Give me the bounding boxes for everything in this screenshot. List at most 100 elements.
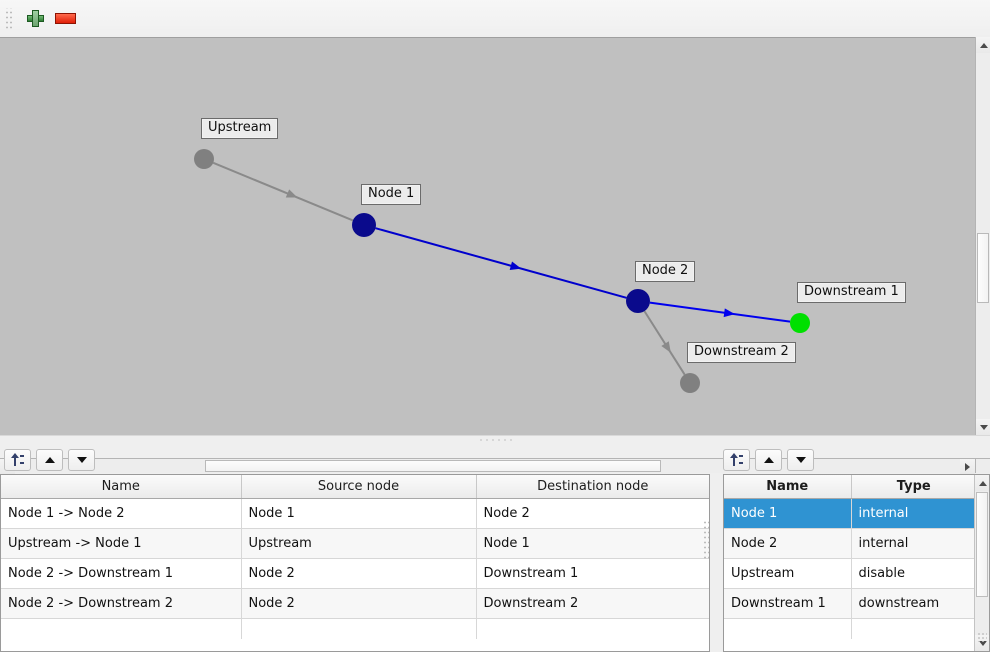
arrow-down-icon [76, 457, 87, 463]
graph-edge-upstream-node1[interactable] [212, 161, 354, 222]
nodes-table-cell[interactable]: Node 1 [724, 498, 852, 529]
nodes-move-up-button[interactable] [755, 449, 782, 471]
graph-edge-node1-node2[interactable] [375, 227, 627, 299]
links-sort-button[interactable] [4, 449, 31, 471]
nodes-table-cell[interactable]: Downstream 1 [724, 588, 852, 619]
horizontal-splitter[interactable] [0, 435, 990, 444]
canvas-vertical-scrollbar[interactable] [975, 37, 990, 435]
graph-edge-arrow-node2-downstream1 [723, 308, 735, 318]
links-table-cell[interactable]: Node 2 [476, 498, 709, 529]
nodes-table-cell[interactable]: downstream [851, 588, 976, 619]
graph-node-downstream1[interactable] [790, 313, 810, 333]
nodes-table-cell[interactable]: Upstream [724, 558, 852, 589]
graph-node-label-downstream1[interactable]: Downstream 1 [797, 282, 906, 303]
vscroll-down-arrow[interactable] [976, 419, 990, 435]
nodes-table-cell[interactable]: internal [851, 528, 976, 559]
nodes-scroll-thumb[interactable] [976, 492, 988, 597]
links-table-cell[interactable]: Node 1 [476, 528, 709, 559]
links-table-column-header-2[interactable]: Destination node [476, 475, 709, 499]
graph-edge-arrow-node2-downstream2 [661, 341, 671, 353]
chevron-down-icon [978, 640, 987, 646]
graph-node-label-downstream2[interactable]: Downstream 2 [687, 342, 796, 363]
links-table-cell[interactable]: Downstream 1 [476, 558, 709, 589]
graph-node-node2[interactable] [626, 289, 650, 313]
links-table-column-header-1[interactable]: Source node [241, 475, 477, 499]
nodes-table-column-header-1[interactable]: Type [851, 475, 976, 499]
graph-edge-arrow-node1-node2 [509, 261, 522, 270]
graph-node-label-node1[interactable]: Node 1 [361, 184, 422, 205]
chevron-up-icon [978, 480, 987, 486]
links-table-column-header-0[interactable]: Name [1, 475, 242, 499]
nodes-table-filler-cell [724, 618, 852, 639]
links-table-cell[interactable]: Node 2 [241, 588, 477, 619]
chevron-right-icon [965, 462, 970, 471]
toolbar [0, 0, 990, 38]
hscroll-thumb[interactable] [205, 460, 661, 472]
graph-node-upstream[interactable] [194, 149, 214, 169]
nodes-table-filler-row [724, 618, 976, 639]
nodes-table-vertical-scrollbar[interactable] [974, 475, 989, 651]
nodes-table-filler-cell [851, 618, 976, 639]
links-table-filler-cell [241, 618, 477, 639]
links-table-cell[interactable]: Node 2 [241, 558, 477, 589]
remove-node-button[interactable] [50, 5, 80, 33]
hscroll-right-arrow[interactable] [960, 459, 975, 474]
graph-edge-node2-downstream1[interactable] [649, 301, 791, 323]
nodes-scroll-up-arrow[interactable] [975, 475, 989, 491]
nodes-sort-button[interactable] [723, 449, 750, 471]
graph-node-downstream2[interactable] [680, 373, 700, 393]
links-table-cell[interactable]: Node 1 [241, 498, 477, 529]
links-move-down-button[interactable] [68, 449, 95, 471]
links-table-cell[interactable]: Node 2 -> Downstream 2 [1, 588, 242, 619]
window-resize-grip[interactable] [977, 632, 987, 642]
nodes-table-column-header-0[interactable]: Name [724, 475, 852, 499]
graph-node-label-upstream[interactable]: Upstream [201, 118, 279, 139]
scrollbar-corner [975, 458, 990, 473]
links-move-up-button[interactable] [36, 449, 63, 471]
toolbar-drag-handle[interactable] [4, 7, 14, 30]
links-table-cell[interactable]: Upstream -> Node 1 [1, 528, 242, 559]
plus-icon [26, 10, 44, 27]
graph-edge-node2-downstream2[interactable] [643, 310, 686, 376]
links-table-filler-row [1, 618, 709, 639]
graph-svg [194, 149, 810, 393]
nodes-table-cell[interactable]: internal [851, 498, 976, 529]
add-node-button[interactable] [20, 5, 50, 33]
nodes-move-down-button[interactable] [787, 449, 814, 471]
nodes-toolbar [711, 444, 990, 474]
sort-icon [729, 453, 744, 467]
nodes-table-cell[interactable]: Node 2 [724, 528, 852, 559]
vscroll-up-arrow[interactable] [976, 37, 990, 53]
vscroll-thumb[interactable] [977, 233, 989, 303]
links-table-cell[interactable]: Node 2 -> Downstream 1 [1, 558, 242, 589]
graph-node-node1[interactable] [352, 213, 376, 237]
chevron-up-icon [979, 42, 988, 48]
links-table-cell[interactable]: Upstream [241, 528, 477, 559]
arrow-up-icon [763, 457, 774, 463]
vertical-splitter-grip[interactable] [703, 520, 709, 560]
graph-node-label-node2[interactable]: Node 2 [635, 261, 696, 282]
splitter-grip[interactable] [478, 438, 512, 442]
nodes-table-cell[interactable]: disable [851, 558, 976, 589]
links-table-cell[interactable]: Downstream 2 [476, 588, 709, 619]
links-table-filler-cell [1, 618, 242, 639]
arrow-down-icon [795, 457, 806, 463]
links-table-cell[interactable]: Node 1 -> Node 2 [1, 498, 242, 529]
arrow-up-icon [44, 457, 55, 463]
